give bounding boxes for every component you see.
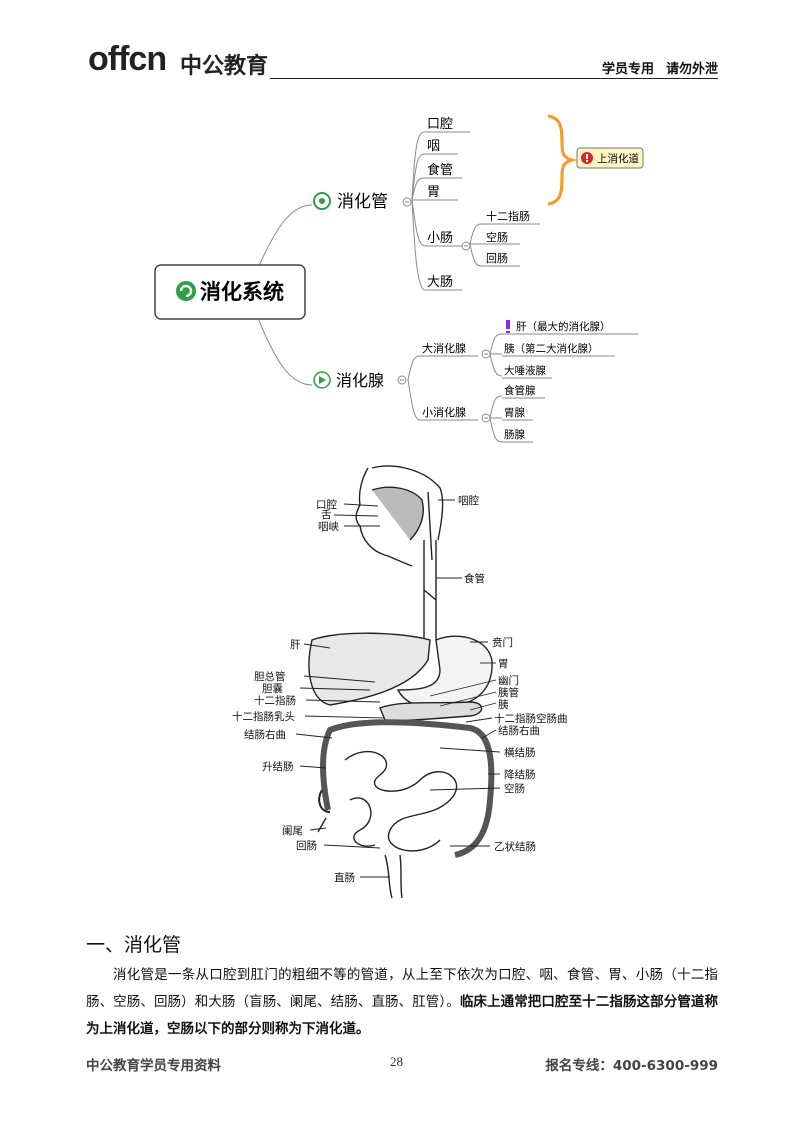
label-duodenum: 十二指肠: [254, 694, 296, 707]
label-duodenojejunal-flexure: 十二指肠空肠曲: [494, 712, 568, 725]
small-intestine-item: 空肠: [486, 230, 508, 244]
label-duodenal-papilla: 十二指肠乳头: [232, 710, 295, 723]
header-divider: [270, 78, 718, 79]
label-gallbladder: 胆囊: [262, 682, 283, 695]
target-icon: [313, 192, 331, 210]
header-tag-students-only: 学员专用: [601, 62, 654, 77]
label-descending-colon: 降结肠: [504, 768, 536, 781]
digestive-anatomy-diagram: 口腔 舌 咽峡 肝 胆总管 胆囊 十二指肠 十二指肠乳头 结肠右曲 升结肠 阑尾…: [232, 465, 568, 899]
label-pharynx: 咽腔: [458, 494, 479, 507]
label-appendix: 阑尾: [282, 824, 303, 837]
small-gland-item: 胃腺: [504, 406, 525, 419]
label-common-bile-duct: 胆总管: [254, 670, 286, 683]
tract-item: 胃: [427, 185, 440, 200]
section-title: 一、消化管: [86, 934, 182, 956]
branch-digestive-tract: 消化管: [337, 192, 388, 212]
small-gland-item: 食管腺: [504, 384, 536, 397]
marker-icon: [506, 320, 510, 329]
connector-root-branch1: [257, 204, 313, 269]
connector-root-branch2: [257, 317, 313, 386]
label-pancreas: 胰: [498, 698, 509, 711]
label-pancreatic-duct: 胰管: [498, 686, 519, 699]
tract-item: 咽: [427, 139, 440, 154]
label-rectum: 直肠: [334, 871, 355, 884]
small-intestine-item: 十二指肠: [486, 209, 530, 223]
tract-item: 食管: [427, 162, 453, 178]
small-gland-item: 肠腺: [504, 428, 525, 441]
label-ileum: 回肠: [296, 840, 317, 852]
body-paragraph: 消化管是一条从口腔到肛门的粗细不等的管道，从上至下依次为口腔、咽、食管、胃、小肠…: [86, 962, 718, 1043]
pancreas: [379, 701, 483, 722]
brace: [547, 114, 578, 206]
brand-name: 中公教育: [180, 54, 269, 79]
label-oral-cavity: 口腔: [316, 498, 337, 511]
big-gland-item: 胰（第二大消化腺）: [504, 342, 599, 355]
label-colic-flexure: 结肠右曲: [498, 724, 540, 737]
label-pylorus: 幽门: [498, 674, 519, 687]
label-fauces: 咽峡: [318, 520, 339, 533]
label-ascending-colon: 升结肠: [262, 760, 294, 773]
small-glands-label: 小消化腺: [422, 405, 466, 419]
label-cardia: 贲门: [492, 636, 513, 649]
colon: [320, 719, 495, 858]
label-sigmoid-colon: 乙状结肠: [494, 840, 536, 853]
liver: [308, 632, 431, 706]
label-transverse-colon: 横结肠: [504, 746, 536, 759]
brand-logo: offcn: [88, 40, 167, 78]
head-outline: [355, 467, 413, 567]
label-tongue: 舌: [321, 509, 332, 521]
paragraph-bold-text: 临床上通常把口腔至十二指肠这部分管道称为上消化道，空肠以下的部分则称为下消化道。: [86, 994, 719, 1037]
label-jejunum: 空肠: [504, 782, 525, 795]
root-node: [154, 264, 306, 320]
small-intestine-item: 回肠: [486, 252, 508, 265]
big-gland-item: 肝（最大的消化腺）: [516, 320, 611, 333]
tract-item: 大肠: [427, 275, 453, 290]
tract-item: 小肠: [427, 231, 453, 246]
label-esophagus: 食管: [464, 572, 485, 585]
paragraph-text: 消化管是一条从口腔到肛门的粗细不等的管道，从上至下依次为口腔、咽、食管、胃、小肠…: [86, 967, 718, 1010]
branch-digestive-glands: 消化腺: [336, 371, 384, 390]
refresh-icon: [176, 281, 196, 301]
page-number: 28: [390, 1054, 403, 1069]
label-stomach: 胃: [498, 658, 509, 670]
mind-map: 消化系统 消化管 口腔 咽 食管 胃 小肠 大肠 十二指肠 空肠 回肠 上消化道…: [154, 114, 644, 443]
header-tags: 学员专用请勿外泄: [602, 58, 718, 77]
root-label: 消化系统: [200, 280, 284, 304]
header-tag-no-leak: 请勿外泄: [665, 62, 718, 77]
big-glands-label: 大消化腺: [422, 341, 466, 355]
small-intestine: [344, 750, 458, 852]
footer-left: 中公教育学员专用资料: [86, 1058, 221, 1074]
tract-item: 口腔: [427, 117, 453, 132]
label-right-colic-flexure: 结肠右曲: [244, 728, 286, 741]
upper-tract-box: [576, 147, 644, 169]
label-liver: 肝: [290, 639, 301, 651]
footer-hotline: 报名专线：400-6300-999: [545, 1058, 718, 1074]
big-gland-item: 大唾液腺: [504, 364, 546, 377]
upper-tract-label: 上消化道: [597, 152, 639, 165]
